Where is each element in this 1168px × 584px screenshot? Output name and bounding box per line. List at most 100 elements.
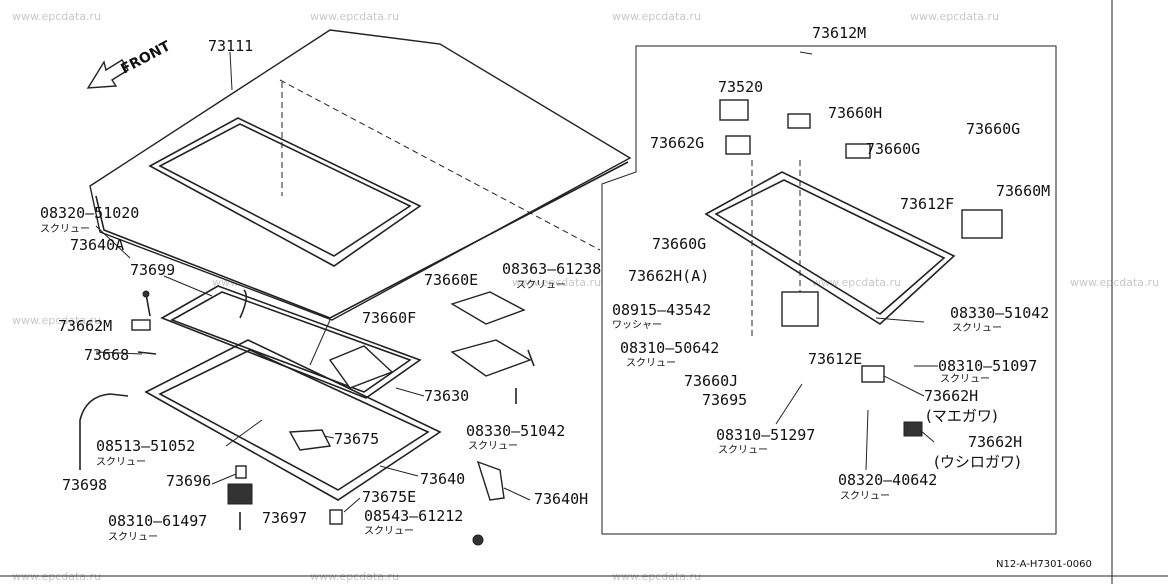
part-label: 73640A: [70, 236, 124, 254]
roof-panel-opening: [148, 117, 422, 267]
roof-panel-edge: [95, 161, 629, 319]
screw-note: スクリュー: [952, 322, 1002, 334]
part-73662H-shape: [861, 365, 885, 383]
part-73660H-shape: [787, 113, 811, 129]
part-label: 08543–61212: [364, 507, 463, 525]
screw-note: スクリュー: [96, 456, 146, 468]
part-73662G-shape: [725, 135, 751, 155]
leader-lines: [95, 51, 938, 513]
bracket-73640H: [476, 460, 505, 501]
part-label: 08310–51297: [716, 426, 815, 444]
pin-73668: [137, 351, 157, 355]
leader: [225, 419, 263, 447]
part-label: 73699: [130, 261, 175, 279]
glass-panel-outline: [704, 171, 956, 326]
frame-bracket: [328, 345, 394, 389]
leader: [211, 473, 237, 485]
watermark: www.epcdata.ru: [910, 10, 999, 23]
part-label: 73675E: [362, 488, 416, 506]
screw-note: スクリュー: [626, 357, 676, 369]
leader: [163, 275, 213, 297]
left-hardware: [131, 290, 484, 546]
part-label: 73662H: [924, 387, 978, 405]
frame-73640-outline: [144, 339, 442, 501]
bracket-73660F: [450, 339, 532, 377]
screw-note: スクリュー: [718, 444, 768, 456]
screw-note: スクリュー: [364, 525, 414, 537]
screw-note: スクリュー: [940, 373, 990, 385]
leader: [883, 375, 925, 397]
leader: [343, 497, 361, 513]
leader: [799, 51, 813, 55]
assembly-box-outline: [601, 45, 1057, 535]
part-label: 73630: [424, 387, 469, 405]
part-label: 08310–61497: [108, 512, 207, 530]
front-arrow-icon: [86, 59, 129, 89]
watermark: www.epcdata.ru: [612, 10, 701, 23]
watermark: www.epcdata.ru: [812, 276, 901, 289]
front-side-note: (マエガワ): [926, 407, 998, 425]
part-label: 08513–51052: [96, 437, 195, 455]
part-label: 73696: [166, 472, 211, 490]
leader: [323, 435, 335, 439]
part-label: 73660J: [684, 372, 738, 390]
part-73675-shape: [288, 429, 332, 451]
watermark: www.epcdata.ru: [12, 314, 101, 327]
part-label: 73640: [420, 470, 465, 488]
part-label: 08330–51042: [950, 304, 1049, 322]
dashed-guide: [279, 79, 601, 251]
part-label: 08915–43542: [612, 301, 711, 319]
assembly-73612M: [279, 45, 1057, 535]
part-label: 73660F: [362, 309, 416, 327]
part-73660M-shape: [961, 209, 1003, 239]
leader: [775, 383, 803, 425]
part-73520-shape: [719, 99, 749, 121]
screw-shape: [527, 349, 535, 367]
leader: [379, 465, 419, 477]
part-label: 73660E: [424, 271, 478, 289]
roof-panel-outline: [89, 29, 632, 321]
part-73660J-shape: [781, 291, 819, 327]
part-73696-shape: [235, 465, 247, 479]
part-label: 73662H: [968, 433, 1022, 451]
part-73675E-shape: [329, 509, 343, 525]
middle-brackets: [450, 291, 535, 501]
part-label: 08320–40642: [838, 471, 937, 489]
part-label: 73612M: [812, 24, 866, 42]
screw-head: [142, 290, 150, 298]
part-label: 08363–61238: [502, 260, 601, 278]
part-label: 73675: [334, 430, 379, 448]
part-label: 73660M: [996, 182, 1050, 200]
leader: [875, 317, 925, 323]
watermark: www.epcdata.ru: [512, 276, 601, 289]
screw-note: スクリュー: [108, 531, 158, 543]
roof-panel: [89, 29, 632, 366]
rear-side-note: (ウシロガワ): [934, 453, 1021, 471]
screw-shape: [145, 293, 151, 317]
part-label: 08320–51020: [40, 204, 139, 222]
leader: [503, 487, 531, 501]
leader: [865, 409, 869, 471]
part-label: 08310–50642: [620, 339, 719, 357]
part-label: 73697: [262, 509, 307, 527]
bracket-73660E: [450, 291, 526, 325]
roof-panel-opening-inner: [158, 123, 412, 257]
part-label: 73612E: [808, 350, 862, 368]
part-label: 73660G: [652, 235, 706, 253]
front-label: FRONT: [118, 38, 173, 77]
part-labels: 73111 73612M 73520 73660H 73662G 73660G …: [40, 24, 1050, 543]
leader: [229, 51, 233, 91]
watermark: www.epcdata.ru: [310, 10, 399, 23]
leader: [309, 319, 331, 366]
part-label: 73660G: [866, 140, 920, 158]
part-label: 73662G: [650, 134, 704, 152]
leader: [395, 387, 425, 397]
part-label: 73662M: [58, 317, 112, 335]
drain-hose-73699: [239, 289, 248, 319]
frame-73630-inner: [170, 291, 412, 393]
screw-note: スクリュー: [516, 279, 566, 291]
part-label: 73111: [208, 37, 253, 55]
part-label: 08310–51097: [938, 357, 1037, 375]
front-arrow: FRONT: [86, 38, 174, 89]
